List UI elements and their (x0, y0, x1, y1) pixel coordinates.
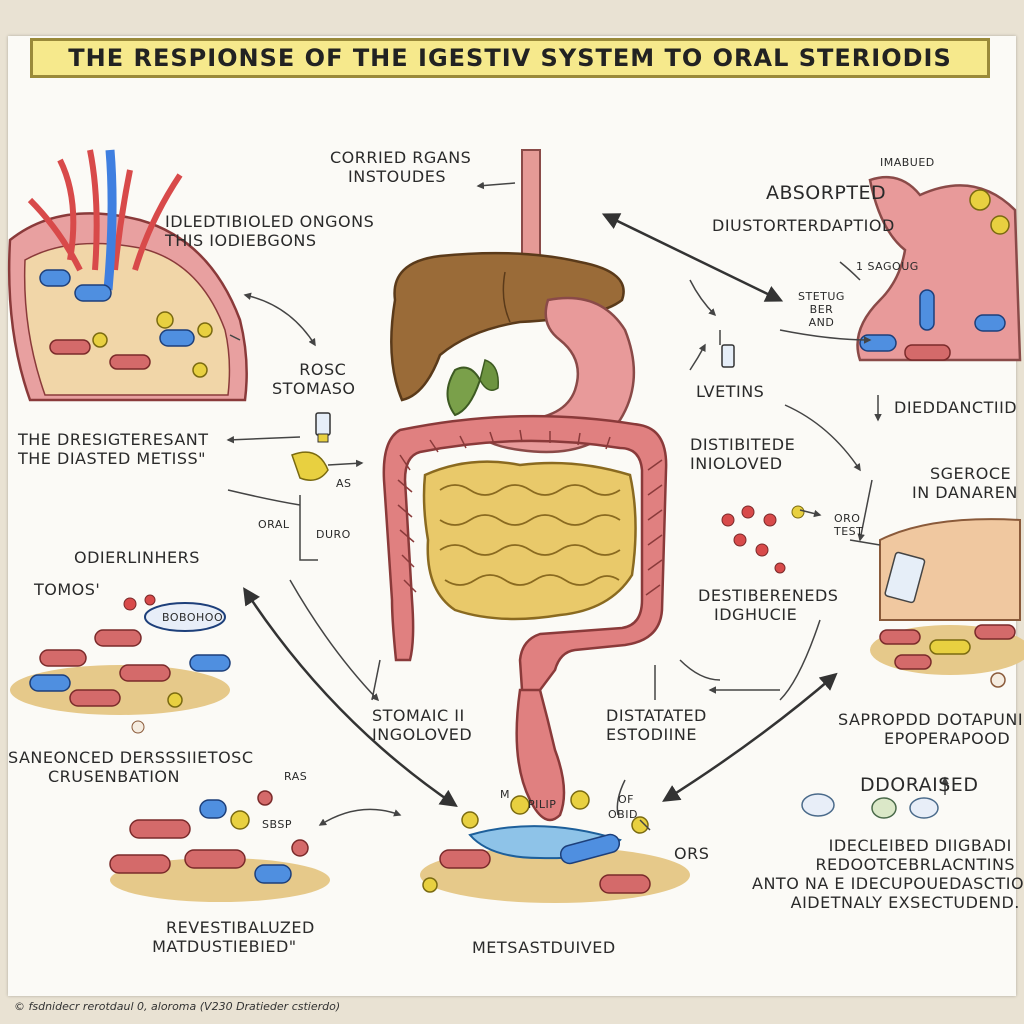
title-banner: THE RESPIONSE OF THE IGESTIV SYSTEM TO O… (30, 38, 990, 78)
label-oral: ORAL (258, 518, 290, 531)
label-saprop: SAPROPDD DOTAPUNIN EPOPERAPOOD (838, 710, 1024, 748)
label-line: STETUG (798, 290, 845, 303)
label-duro: DURO (316, 528, 351, 541)
label-ras: RAS (284, 770, 308, 783)
label-rosc: ROSC STOMASO (272, 360, 356, 398)
label-tomos: TOMOS' (34, 580, 101, 599)
label-dooraised: DDORAISED (860, 774, 979, 796)
label-corried-organs: CORRIED RGANS INSTOUDES (330, 148, 471, 186)
label-line: CORRIED RGANS (330, 148, 472, 167)
pill-pile-right (870, 518, 1024, 688)
label-line: MATDUSTIEBIED" (152, 937, 297, 956)
label-revest: REVESTIBALUZED MATDUSTIEBIED" (134, 918, 315, 956)
label-line: EPOPERAPOOD (884, 729, 1011, 748)
thin-arrows (226, 181, 949, 831)
label-line: AIDETNALY EXSECTUDEND. (790, 893, 1020, 912)
label-of: OF (618, 793, 634, 806)
stomach-detail-right (856, 175, 1022, 362)
label-stetug: STETUG BER AND (798, 290, 845, 329)
label-ors: ORS (674, 844, 710, 863)
label-oro: ORO TEST (834, 512, 863, 538)
label-diedd: DIEDDANCTIID (894, 398, 1018, 417)
label-line: REVESTIBALUZED (166, 918, 315, 937)
label-idecl: IDECLEIBED DIIGBADI REDOOTCEBRLACNTINS A… (752, 836, 1024, 912)
label-distat: DISTATATED ESTODIINE (606, 706, 707, 744)
label-line: AND (808, 316, 835, 329)
label-line: STOMASO (272, 379, 356, 398)
label-line: THE DRESIGTERESANT (18, 430, 209, 449)
label-line: REDOOTCEBRLACNTINS (815, 855, 1016, 874)
connector-arrows (243, 213, 838, 807)
vessel-cross-section (7, 149, 248, 402)
pill-pile-bottom-left (109, 790, 330, 902)
label-saneon: SANEONCED DERSSSIIETOSC CRUSENBATION (8, 748, 253, 786)
label-line: SAPROPDD DOTAPUNIN (838, 710, 1024, 729)
label-metsa: METSASTDUIVED (472, 938, 616, 957)
page-title: THE RESPIONSE OF THE IGESTIV SYSTEM TO O… (68, 44, 952, 72)
label-absorpted: ABSORPTED (766, 182, 887, 204)
label-lvetins: LVETINS (696, 382, 765, 401)
label-line: SANEONCED DERSSSIIETOSC (8, 748, 254, 767)
label-line: THE DIASTED METISS" (18, 449, 207, 468)
label-line: IDECLEIBED DIIGBADI (828, 836, 1012, 855)
vials (291, 344, 735, 481)
label-line: INSTOUDES (348, 167, 447, 186)
tablets (801, 793, 939, 819)
label-line: TEST (834, 525, 864, 538)
label-line: IN DANAREN (912, 483, 1018, 502)
label-imabued: IMABUED (880, 156, 935, 169)
pill-pile-left (10, 594, 231, 734)
label-line: ESTODIINE (606, 725, 697, 744)
label-pilip: PILIP (528, 798, 557, 811)
label-line: BER (809, 303, 834, 316)
label-line: STOMAIC II (372, 706, 465, 725)
label-odierlinhers: ODIERLINHERS (74, 548, 200, 567)
pill-pile-bottom-center (420, 790, 690, 903)
label-line: SGEROCE (930, 464, 1012, 483)
label-line: DESTIBERENEDS (698, 586, 839, 605)
label-line: INIOLOVED (690, 454, 783, 473)
label-destib: DESTIBERENEDS IDGHUCIE (698, 586, 838, 624)
label-line: ANTO NA E IDECUPOUEDASCTION (752, 874, 1024, 893)
label-distib: DISTIBITEDE INIOLOVED (690, 435, 795, 473)
label-sgeroce: SGEROCE IN DANAREN (912, 464, 1018, 502)
label-line: CRUSENBATION (48, 767, 180, 786)
footer-caption: © fsdnidecr rerotdaul 0, aloroma (V230 D… (14, 1000, 341, 1013)
label-diustor: DIUSTORTERDAPTIOD (712, 216, 895, 235)
label-idlest: IDLEDTIBIOLED ONGONS THIS IODIEBGONS (165, 212, 374, 250)
label-obid: OBID (608, 808, 638, 821)
label-line: IDLEDTIBIOLED ONGONS (165, 212, 375, 231)
label-sbsp: SBSP (262, 818, 292, 831)
label-line: IDGHUCIE (714, 605, 798, 624)
label-dresig: THE DRESIGTERESANT THE DIASTED METISS" (18, 430, 209, 468)
label-as: AS (336, 477, 352, 490)
label-line: THIS IODIEBGONS (165, 231, 317, 250)
particle-cluster (721, 505, 805, 574)
label-stomaic: STOMAIC II INGOLOVED (372, 706, 472, 744)
label-line: DISTATATED (606, 706, 707, 725)
label-line: INGOLOVED (372, 725, 473, 744)
label-line: ORO (834, 512, 861, 525)
label-bubble: BOBOHOO (162, 611, 224, 624)
small-intestine (422, 460, 637, 621)
label-line: DISTIBITEDE (690, 435, 796, 454)
label-sagoug: 1 SAGOUG (856, 260, 919, 273)
label-m: M (500, 788, 510, 801)
label-line: ROSC (299, 360, 347, 379)
